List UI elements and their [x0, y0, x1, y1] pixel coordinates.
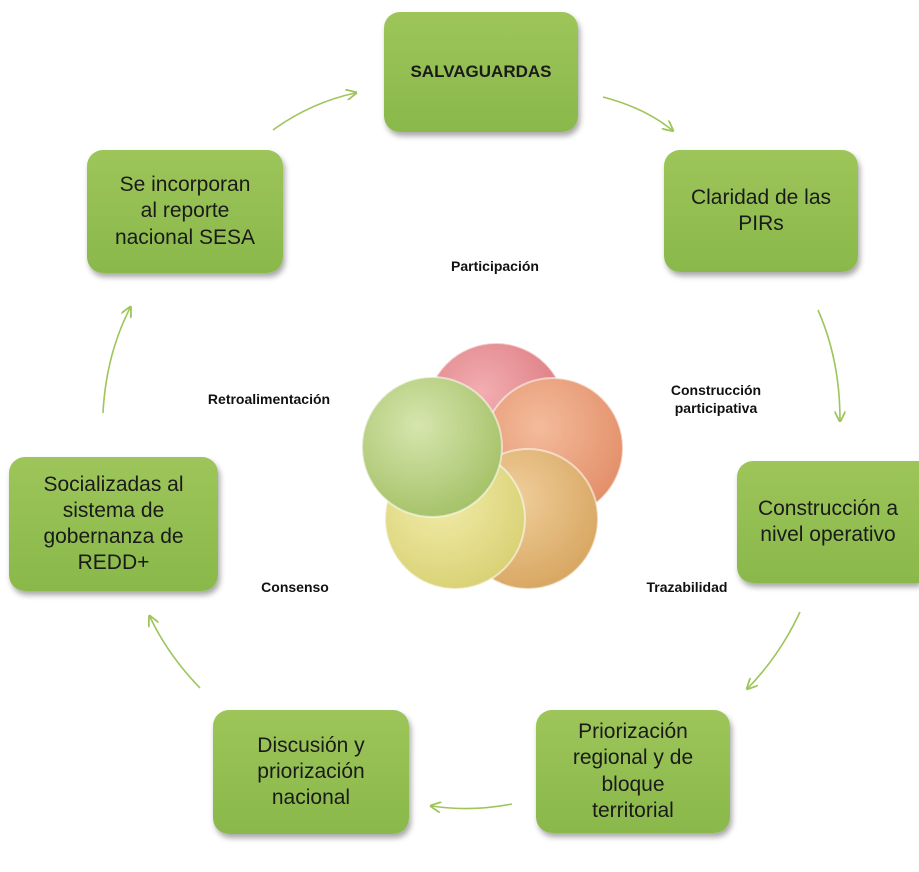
- node-claridad: Claridad de las PIRs: [664, 150, 858, 272]
- arrow-socializadas-to-incorporan: [102, 308, 130, 414]
- node-socializadas: Socializadas al sistema de gobernanza de…: [9, 457, 218, 591]
- label-participacion: Participación: [451, 258, 539, 274]
- node-socializadas-text: Socializadas al sistema de gobernanza de…: [43, 472, 184, 575]
- node-salvaguardas-text: SALVAGUARDAS: [410, 62, 552, 82]
- node-discusion-nacional: Discusión y priorización nacional: [213, 710, 409, 834]
- arrow-incorporan-to-salvaguardas: [272, 93, 355, 131]
- arrow-claridad-to-construccion: [817, 309, 840, 420]
- node-incorporan: Se incorporan al reporte nacional SESA: [87, 150, 283, 273]
- arrow-construccion-to-priorizacion: [748, 611, 801, 688]
- arrow-discusion-to-socializadas: [150, 617, 201, 689]
- label-trazabilidad: Trazabilidad: [646, 579, 728, 595]
- node-priorizacion-regional-text: Priorización regional y de bloque territ…: [572, 720, 694, 822]
- node-construccion-operativo-text: Construcción a nivel operativo: [757, 496, 899, 546]
- node-salvaguardas: SALVAGUARDAS: [384, 12, 578, 132]
- label-retroalimentacion: Retroalimentación: [207, 391, 331, 407]
- node-discusion-nacional-text: Discusión y priorización nacional: [257, 733, 365, 810]
- node-construccion-operativo: Construcción a nivel operativo: [737, 461, 919, 583]
- label-consenso: Consenso: [261, 579, 329, 595]
- arrow-salvaguardas-to-claridad: [602, 96, 672, 130]
- arrow-priorizacion-to-discusion: [432, 804, 513, 809]
- node-priorizacion-regional: Priorización regional y de bloque territ…: [536, 710, 730, 833]
- circle-green: [361, 376, 503, 518]
- node-claridad-text: Claridad de las PIRs: [690, 185, 832, 235]
- node-incorporan-text: Se incorporan al reporte nacional SESA: [114, 173, 256, 249]
- label-construccion-participativa: Construcción participativa: [670, 382, 762, 417]
